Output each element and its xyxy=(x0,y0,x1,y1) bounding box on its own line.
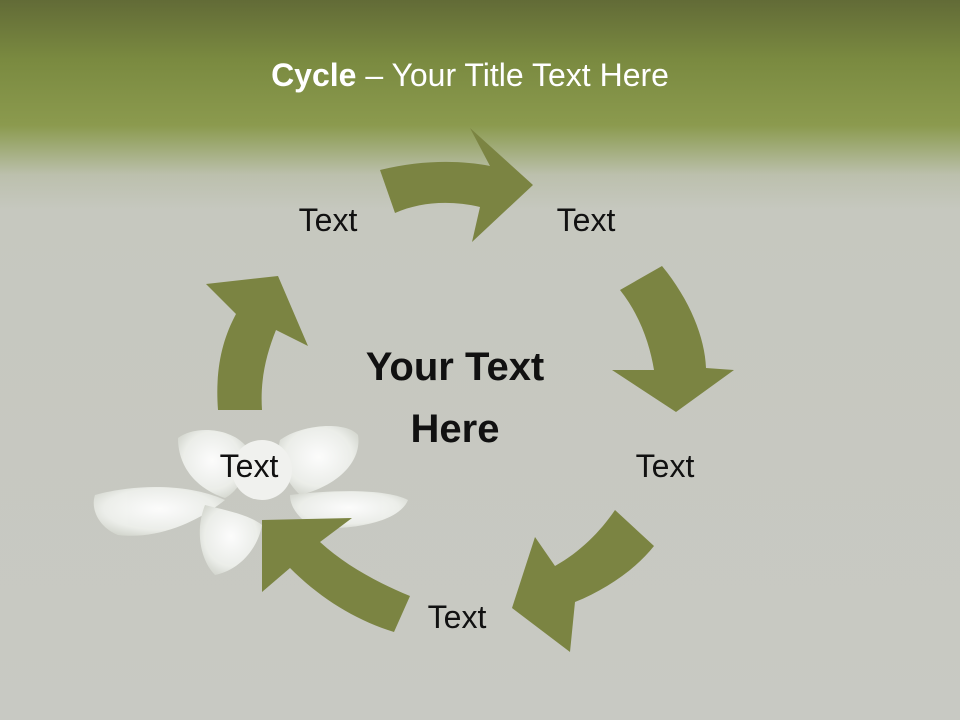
slide-title: Cycle – Your Title Text Here xyxy=(0,52,940,98)
node-label-left: Text xyxy=(219,448,279,484)
node-label-top-left: Text xyxy=(298,202,358,238)
center-text-line-2: Here xyxy=(410,407,500,451)
center-text-line-1: Your Text xyxy=(365,345,545,389)
cycle-arrow-right xyxy=(612,266,734,412)
cycle-arrow-bottom-left xyxy=(262,518,410,632)
node-label-right: Text xyxy=(635,448,695,484)
title-bold: Cycle xyxy=(271,57,357,93)
center-text: Your Text Here xyxy=(325,336,585,460)
node-label-top-right: Text xyxy=(556,202,616,238)
cycle-arrow-top xyxy=(380,128,533,242)
node-label-bottom: Text xyxy=(427,599,487,635)
title-rest: – Your Title Text Here xyxy=(356,57,669,93)
cycle-arrow-bottom-right xyxy=(512,510,654,652)
cycle-arrow-left xyxy=(206,276,308,410)
